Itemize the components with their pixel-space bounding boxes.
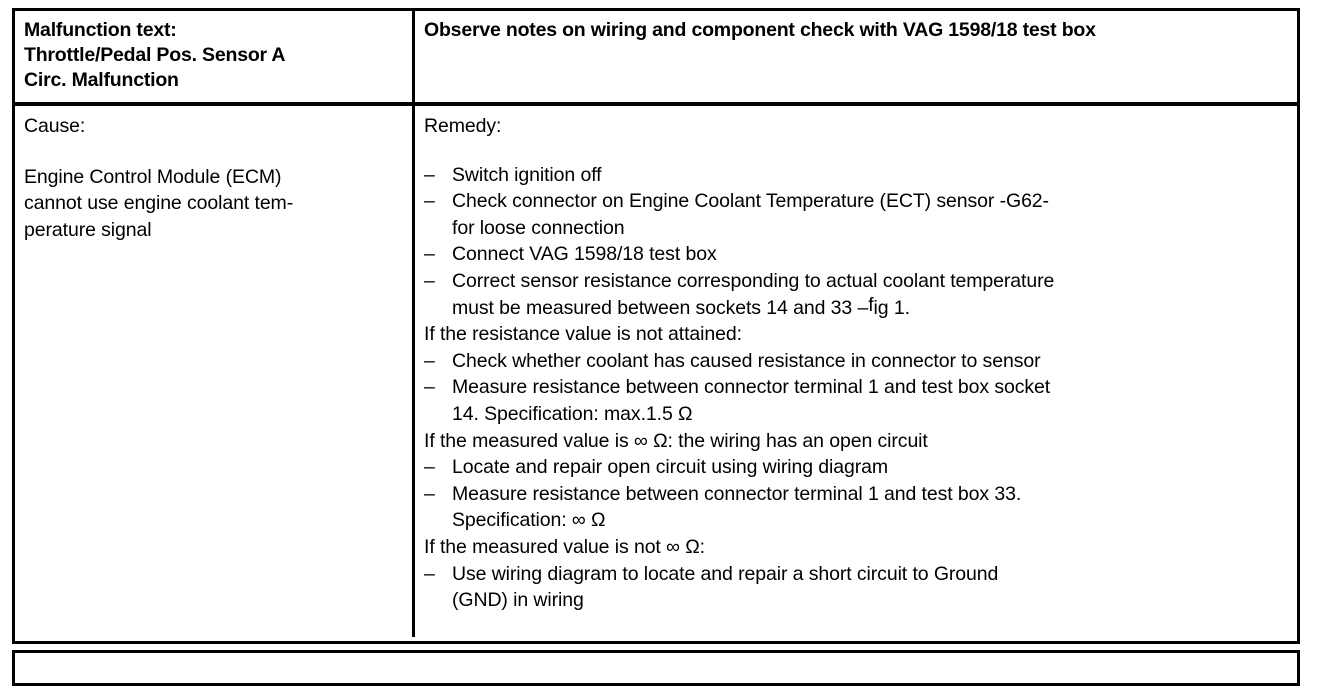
- remedy-condition-line: If the resistance value is not attained:: [424, 323, 742, 346]
- step-dash-marker: –: [424, 482, 435, 505]
- remedy-step: –Locate and repair open circuit using wi…: [424, 454, 1289, 481]
- remedy-line: for loose connection: [452, 216, 625, 239]
- wiring-check-note: Observe notes on wiring and component ch…: [424, 19, 1096, 41]
- body-cell-remedy: Remedy: –Switch ignition off–Check conne…: [415, 106, 1297, 637]
- step-dash-marker: –: [424, 243, 435, 266]
- remedy-step-list: –Use wiring diagram to locate and repair…: [424, 561, 1289, 614]
- remedy-step: –Connect VAG 1598/18 test box: [424, 241, 1289, 268]
- malfunction-text-line-2: Circ. Malfunction: [24, 69, 179, 91]
- remedy-line: Specification: ∞ Ω: [452, 509, 606, 532]
- remedy-line: Locate and repair open circuit using wir…: [452, 456, 889, 479]
- table-body-row: Cause: Engine Control Module (ECM) canno…: [15, 106, 1297, 637]
- remedy-line: (GND) in wiring: [452, 589, 584, 612]
- remedy-step: –Measure resistance between connector te…: [424, 374, 1289, 427]
- remedy-step: –Measure resistance between connector te…: [424, 481, 1289, 534]
- header-cell-malfunction: Malfunction text: Throttle/Pedal Pos. Se…: [15, 11, 415, 102]
- remedy-step: –Check whether coolant has caused resist…: [424, 348, 1289, 375]
- remedy-line: Measure resistance between connector ter…: [452, 376, 1051, 399]
- remedy-line: Correct sensor resistance corresponding …: [452, 269, 1055, 292]
- cause-text-line-1: Engine Control Module (ECM): [24, 165, 282, 188]
- remedy-condition-line: If the measured value is not ∞ Ω:: [424, 535, 705, 558]
- step-dash-marker: –: [424, 349, 435, 372]
- remedy-content: –Switch ignition off–Check connector on …: [424, 162, 1289, 614]
- step-text: Measure resistance between connector ter…: [452, 374, 1289, 427]
- step-text: Correct sensor resistance corresponding …: [452, 268, 1289, 321]
- malfunction-label: Malfunction text:: [24, 19, 177, 41]
- remedy-step-list: –Locate and repair open circuit using wi…: [424, 454, 1289, 534]
- header-cell-note: Observe notes on wiring and component ch…: [415, 11, 1297, 102]
- step-dash-marker: –: [424, 269, 435, 292]
- cause-text-line-2: cannot use engine coolant tem-: [24, 192, 294, 215]
- fault-table: Malfunction text: Throttle/Pedal Pos. Se…: [12, 8, 1300, 644]
- malfunction-text-line-1: Throttle/Pedal Pos. Sensor A: [24, 44, 286, 66]
- remedy-line: Switch ignition off: [452, 163, 602, 186]
- remedy-line: Check whether coolant has caused resista…: [452, 349, 1041, 372]
- remedy-heading: Remedy:: [424, 115, 502, 137]
- step-text: Switch ignition off: [452, 162, 1289, 189]
- table-header-row: Malfunction text: Throttle/Pedal Pos. Se…: [15, 11, 1297, 106]
- remedy-step-list: –Switch ignition off–Check connector on …: [424, 162, 1289, 322]
- remedy-step: –Use wiring diagram to locate and repair…: [424, 561, 1289, 614]
- figure-reference-f: f: [868, 293, 874, 316]
- bottom-empty-row: [12, 650, 1300, 686]
- step-dash-marker: –: [424, 562, 435, 585]
- body-cell-cause: Cause: Engine Control Module (ECM) canno…: [15, 106, 415, 637]
- remedy-step-list: –Check whether coolant has caused resist…: [424, 348, 1289, 428]
- step-text: Connect VAG 1598/18 test box: [452, 241, 1289, 268]
- step-text: Measure resistance between connector ter…: [452, 481, 1289, 534]
- remedy-line: must be measured between sockets 14 and …: [452, 293, 910, 319]
- step-dash-marker: –: [424, 190, 435, 213]
- step-dash-marker: –: [424, 456, 435, 479]
- step-text: Locate and repair open circuit using wir…: [452, 454, 1289, 481]
- step-text: Check whether coolant has caused resista…: [452, 348, 1289, 375]
- step-dash-marker: –: [424, 163, 435, 186]
- cause-heading: Cause:: [24, 115, 86, 137]
- step-text: Use wiring diagram to locate and repair …: [452, 561, 1289, 614]
- remedy-line: Measure resistance between connector ter…: [452, 482, 1022, 505]
- remedy-step: –Switch ignition off: [424, 162, 1289, 189]
- remedy-line: 14. Specification: max.1.5 Ω: [452, 402, 693, 425]
- step-dash-marker: –: [424, 376, 435, 399]
- remedy-line: Connect VAG 1598/18 test box: [452, 243, 717, 266]
- remedy-line: Check connector on Engine Coolant Temper…: [452, 190, 1049, 213]
- cause-text-line-3: perature signal: [24, 218, 152, 241]
- remedy-line: Use wiring diagram to locate and repair …: [452, 562, 999, 585]
- remedy-step: –Check connector on Engine Coolant Tempe…: [424, 188, 1289, 241]
- remedy-condition-line: If the measured value is ∞ Ω: the wiring…: [424, 429, 928, 452]
- step-text: Check connector on Engine Coolant Temper…: [452, 188, 1289, 241]
- remedy-step: –Correct sensor resistance corresponding…: [424, 268, 1289, 321]
